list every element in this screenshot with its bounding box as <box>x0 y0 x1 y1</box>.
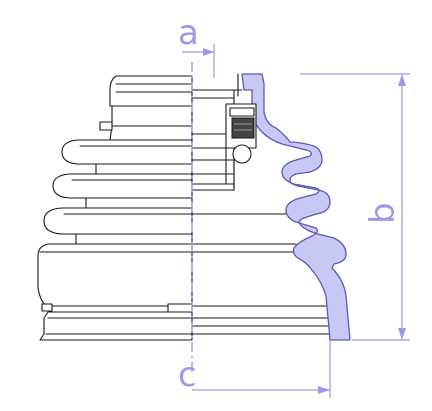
bellows-fold-2 <box>52 173 193 199</box>
seal-insert <box>231 117 255 139</box>
boot-cross-section <box>191 73 351 341</box>
top-collar <box>109 75 193 107</box>
dimension-c: c <box>178 340 331 398</box>
bellows-fold-1 <box>61 139 193 165</box>
bellows-fold-3 <box>43 207 193 235</box>
label-b: b <box>363 202 403 224</box>
label-a: a <box>178 13 199 53</box>
dimension-b: b <box>300 73 410 341</box>
boot-wall-section <box>241 73 351 341</box>
dimension-a: a <box>178 13 215 78</box>
label-c: c <box>178 355 197 395</box>
boot-exterior-view <box>37 75 193 341</box>
retaining-ring <box>232 144 252 164</box>
boot-body <box>37 243 193 307</box>
bottom-band <box>39 311 193 341</box>
